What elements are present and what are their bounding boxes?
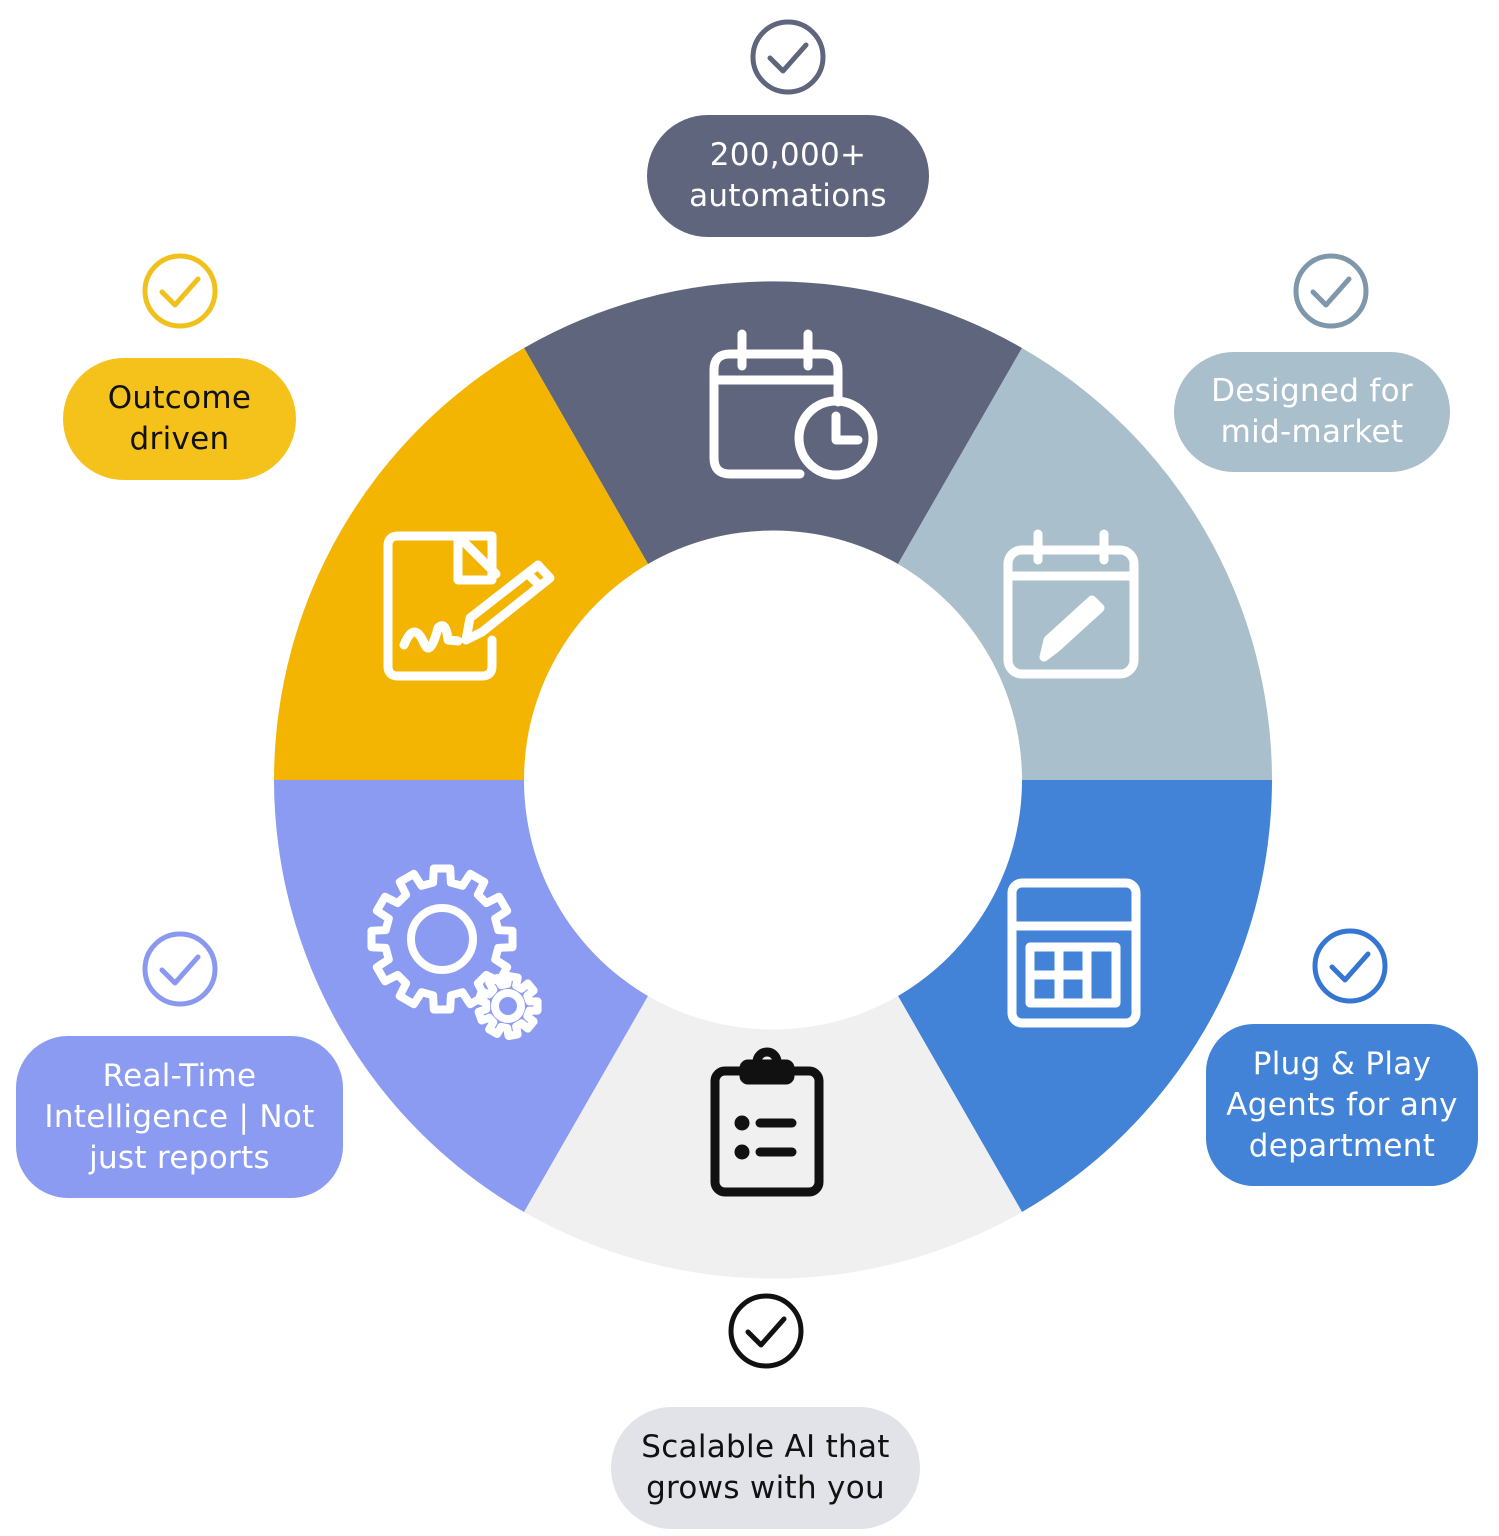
- spreadsheet-icon: [1007, 878, 1141, 1028]
- label-automations-line1: 200,000+: [709, 137, 867, 173]
- label-outcome-line1: Outcome: [107, 380, 252, 416]
- label-realtime-line2: Intelligence | Not: [44, 1098, 315, 1135]
- label-realtime: Real-Time Intelligence | Not just report…: [16, 1036, 343, 1198]
- check-circle-icon: [750, 19, 826, 95]
- document-signature-icon: [383, 531, 555, 681]
- label-automations-line2: automations: [689, 178, 887, 214]
- segment-scalable: [524, 996, 1022, 1279]
- calendar-clock-icon: [709, 329, 878, 480]
- check-circle-icon: [728, 1293, 804, 1369]
- label-midmarket-line1: Designed for: [1211, 373, 1413, 409]
- label-plugplay-line3: department: [1248, 1127, 1436, 1164]
- segment-automations: [524, 281, 1022, 564]
- label-plugplay-line2: Agents for any: [1226, 1086, 1458, 1123]
- label-midmarket: Designed for mid-market: [1174, 352, 1450, 472]
- label-outcome-line2: driven: [129, 421, 230, 457]
- label-realtime-line1: Real-Time: [102, 1057, 257, 1094]
- label-scalable: Scalable AI that grows with you: [611, 1407, 920, 1529]
- label-scalable-line2: grows with you: [646, 1470, 885, 1506]
- label-realtime-line3: just reports: [89, 1139, 270, 1176]
- clipboard-list-icon: [710, 1047, 824, 1197]
- label-midmarket-line2: mid-market: [1220, 414, 1404, 450]
- segment-midmarket: [898, 348, 1272, 780]
- label-plugplay-line1: Plug & Play: [1252, 1045, 1432, 1082]
- label-automations: 200,000+ automations: [647, 115, 929, 237]
- gears-icon: [367, 864, 542, 1040]
- label-plugplay: Plug & Play Agents for any department: [1206, 1024, 1478, 1186]
- check-circle-icon: [1312, 928, 1388, 1004]
- label-scalable-line1: Scalable AI that: [641, 1429, 890, 1465]
- label-outcome: Outcome driven: [63, 358, 296, 480]
- calendar-edit-icon: [1003, 529, 1139, 679]
- check-circle-icon: [142, 253, 218, 329]
- check-circle-icon: [1293, 253, 1369, 329]
- check-circle-icon: [142, 931, 218, 1007]
